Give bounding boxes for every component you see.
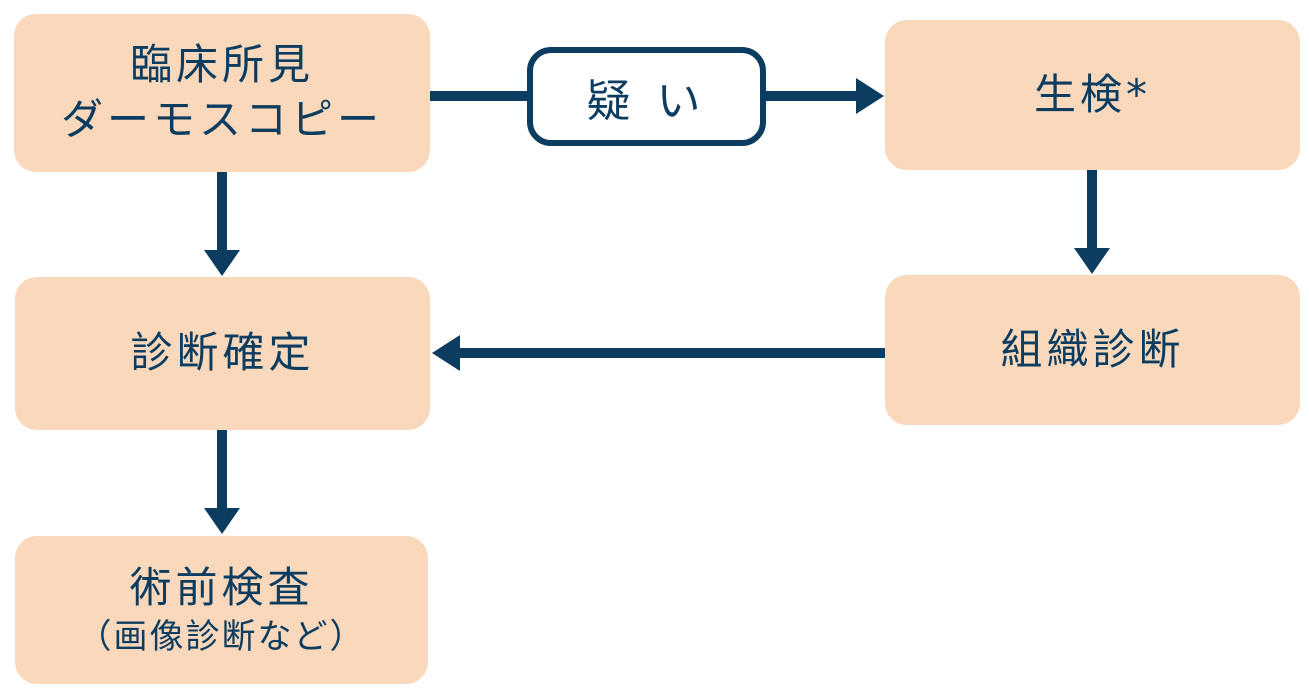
node-tissue-diagnosis: 組織診断 bbox=[885, 275, 1300, 425]
arrow-biopsy-to-tissue bbox=[1074, 170, 1110, 274]
node-diagnosis-confirmed: 診断確定 bbox=[15, 277, 430, 430]
node-preoperative-examination-line1: 術前検査 bbox=[129, 562, 314, 612]
node-biopsy-label: 生検* bbox=[1033, 69, 1151, 119]
arrow-clinical-to-confirm bbox=[204, 172, 240, 276]
arrow-confirm-to-preop bbox=[204, 430, 240, 534]
node-clinical-findings-line1: 臨床所見 bbox=[129, 40, 314, 90]
edge-label-suspicion: 疑 い bbox=[527, 47, 766, 146]
node-tissue-diagnosis-label: 組織診断 bbox=[1000, 324, 1185, 374]
node-biopsy: 生検* bbox=[885, 20, 1300, 170]
node-clinical-findings-line2: ダーモスコピー bbox=[60, 95, 383, 144]
node-preoperative-examination: 術前検査 （画像診断など） bbox=[15, 536, 428, 684]
edge-label-suspicion-text: 疑 い bbox=[586, 75, 707, 127]
node-preoperative-examination-line2: （画像診断など） bbox=[77, 617, 366, 658]
node-clinical-findings: 臨床所見 ダーモスコピー bbox=[14, 14, 430, 172]
arrow-tissue-to-confirm bbox=[432, 335, 885, 371]
node-diagnosis-confirmed-label: 診断確定 bbox=[130, 328, 315, 378]
